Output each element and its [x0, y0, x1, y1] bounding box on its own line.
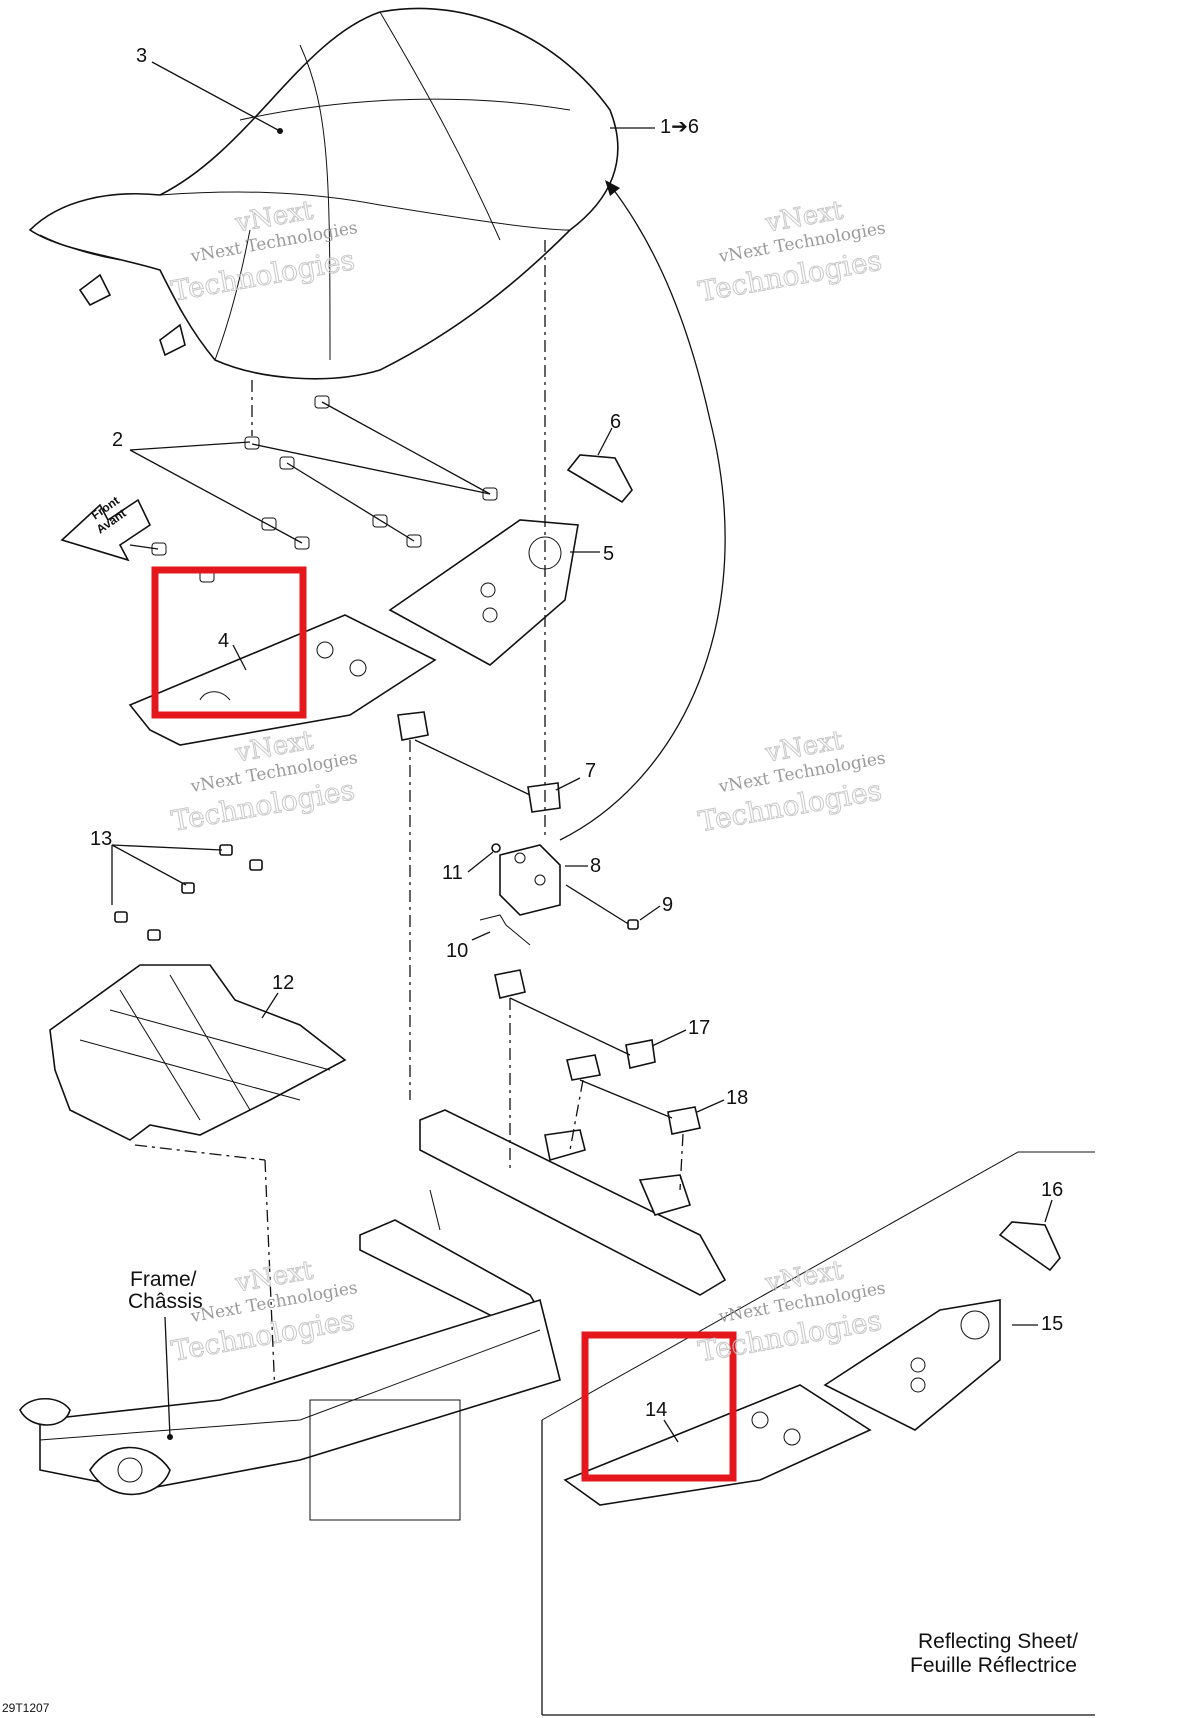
- callout-12: 12: [272, 972, 294, 994]
- highlight-box-part-4: [151, 566, 307, 719]
- callout-17: 17: [688, 1017, 710, 1039]
- callout-14: 14: [645, 1399, 667, 1421]
- callout-13: 13: [90, 828, 112, 850]
- leader-lines: [129, 61, 1053, 1443]
- rear-cap: [566, 454, 633, 504]
- chassis-label: Châssis: [128, 1290, 203, 1313]
- skid-plate-bolts: [111, 844, 276, 1396]
- skid-plate: [49, 964, 347, 1141]
- watermark-bottom-left: vNext vNext Technologies Technologies: [168, 1255, 359, 1368]
- reflecting-sheet-label: Reflecting Sheet/: [918, 1630, 1078, 1653]
- watermark-top-right: vNext vNext Technologies Technologies: [695, 195, 887, 309]
- callout-8: 8: [590, 855, 601, 877]
- drawing-code: 29T1207: [2, 1701, 50, 1715]
- callout-3: 3: [136, 45, 147, 67]
- latch-assembly: [479, 843, 639, 946]
- seat-studs: [129, 380, 498, 583]
- callout-numbers: 3 1➔6 2 6 5 4 7 13 8 11 9 10 12 17 18 16…: [90, 45, 1063, 1421]
- frame-label: Frame/: [130, 1268, 197, 1291]
- watermark-top-left: vNext vNext Technologies Technologies: [168, 195, 359, 308]
- latch-grommets: [397, 711, 561, 1100]
- watermark-mid-right: vNext vNext Technologies Technologies: [695, 725, 887, 839]
- seat-heat-shield-rear: [388, 519, 579, 666]
- callout-2: 2: [112, 429, 123, 451]
- callout-18: 18: [726, 1087, 748, 1109]
- callout-11: 11: [442, 862, 463, 884]
- callout-16: 16: [1041, 1179, 1063, 1201]
- callout-6: 6: [610, 411, 621, 433]
- callout-10: 10: [446, 940, 468, 962]
- front-direction-arrow: Front Avant: [60, 493, 152, 562]
- callout-15: 15: [1041, 1313, 1063, 1335]
- callout-9: 9: [662, 894, 673, 916]
- seat: [28, 7, 619, 380]
- callout-7: 7: [585, 760, 596, 782]
- callout-4: 4: [218, 630, 229, 652]
- callout-1-to-6: 1➔6: [660, 116, 699, 138]
- feuille-reflectrice-label: Feuille Réflectrice: [910, 1654, 1077, 1677]
- callout-5: 5: [603, 543, 614, 565]
- frame: [19, 1109, 727, 1521]
- highlight-box-part-14: [581, 1331, 737, 1482]
- frame-plugs: [494, 969, 701, 1191]
- seat-heat-shield-front: [128, 614, 437, 746]
